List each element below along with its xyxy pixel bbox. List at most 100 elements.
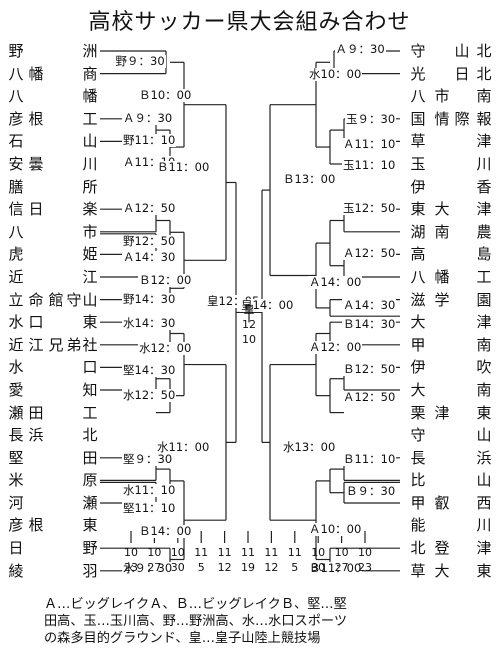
match-time: Ｂ11：10 <box>342 451 397 466</box>
school-char: 南 <box>476 87 492 106</box>
school-char: 八 <box>410 267 426 286</box>
school-char: 草 <box>410 561 426 580</box>
school-char: 川 <box>82 154 98 173</box>
school-char: 綾 <box>8 561 24 580</box>
school-char: 野 <box>8 42 24 60</box>
school-char: 野 <box>82 539 98 558</box>
school-char: 信 <box>8 200 24 219</box>
school-char: 伊 <box>410 177 426 196</box>
school-char <box>432 130 452 153</box>
school-char: 西 <box>476 493 492 512</box>
round-date-month: 11 <box>287 546 302 559</box>
match-time: 玉11：10 <box>342 158 397 172</box>
school-char: 南 <box>476 380 492 399</box>
school-char: 東 <box>476 403 492 422</box>
school-char: 楽 <box>82 200 98 219</box>
match-time: Ａ11：10 <box>342 137 397 152</box>
school-char: 浜 <box>28 426 44 445</box>
right-school-col-1: 守光八国草玉伊東湖高八滋大甲伊大栗守長比甲能北草 <box>408 40 428 582</box>
legend-line: 田高、玉…玉川高、野…野洲高、水…水口スポーツ <box>44 614 348 629</box>
match-time: Ｂ13：00 <box>282 172 337 187</box>
school-char: 羽 <box>82 561 98 580</box>
school-char <box>26 379 46 402</box>
school-char: 島 <box>476 245 492 264</box>
school-char: 東 <box>82 313 98 332</box>
school-char: 根 <box>28 109 44 128</box>
school-char <box>46 108 66 131</box>
school-char: 立 <box>8 290 24 309</box>
match-time: Ｂ９：30 <box>345 484 397 499</box>
school-char <box>432 424 452 447</box>
school-char <box>26 447 46 470</box>
match-time: Ｂ11：00 <box>156 160 211 175</box>
school-char: 工 <box>82 403 98 422</box>
school-char <box>26 492 46 515</box>
school-char: 山 <box>476 426 492 445</box>
round-date-month: 10 <box>334 546 349 559</box>
school-char: 幡 <box>82 87 98 106</box>
school-char: 八 <box>410 87 426 106</box>
round-date-day: 12 <box>264 561 279 574</box>
round-date-day: 23 <box>358 561 372 574</box>
school-char: 曇 <box>28 154 44 173</box>
school-char <box>452 447 472 470</box>
school-char: 兄 <box>48 335 64 354</box>
school-char <box>452 356 472 379</box>
round-date-day: 30 <box>170 561 185 574</box>
left-school-col-4: 守弟 <box>64 40 84 582</box>
school-char <box>452 153 472 176</box>
school-char <box>46 311 66 334</box>
school-char <box>46 402 66 425</box>
school-char: 近 <box>8 335 24 354</box>
match-time: Ａ14：30 <box>122 250 177 265</box>
school-char <box>432 356 452 379</box>
school-char <box>26 537 46 560</box>
school-char: 田 <box>28 403 44 422</box>
school-char: 栗 <box>410 403 426 422</box>
school-char <box>452 469 472 492</box>
school-char <box>452 537 472 560</box>
school-char: 津 <box>476 200 492 219</box>
match-time: Ａ12：50 <box>342 390 397 404</box>
school-char: 工 <box>82 109 98 128</box>
match-time: 野14：30 <box>122 291 177 306</box>
school-char: 叡 <box>434 493 450 512</box>
school-char <box>46 560 66 583</box>
school-char: 光 <box>410 64 426 83</box>
round-date-day: 27 <box>334 561 349 574</box>
round-date-month: 10 <box>170 546 185 559</box>
school-char <box>46 243 66 266</box>
match-time: 皇14：00 <box>240 298 295 313</box>
school-char <box>432 447 452 470</box>
school-char: 大 <box>434 561 450 580</box>
match-time: Ｂ10：00 <box>138 88 193 103</box>
match-time: Ａ９：30 <box>122 110 174 125</box>
school-char: 情 <box>434 109 450 128</box>
school-char: 山 <box>82 290 98 309</box>
school-char: 湖 <box>410 222 426 241</box>
school-char <box>26 130 46 153</box>
school-char: 大 <box>410 313 426 332</box>
school-char: 山 <box>476 471 492 490</box>
school-char: 報 <box>476 109 492 128</box>
round-date-month: 11 <box>264 546 279 559</box>
school-char <box>46 447 66 470</box>
school-char: 幡 <box>28 64 44 83</box>
match-time: 水13：00 <box>282 440 337 455</box>
school-char <box>26 40 46 63</box>
venue-legend: Ａ…ビッグレイクＡ、Ｂ…ビッグレイクＢ、堅…堅 田高、玉…玉川高、野…野洲高、水… <box>44 596 464 647</box>
school-char: 登 <box>434 539 450 558</box>
school-char: 愛 <box>8 380 24 399</box>
school-char <box>26 356 46 379</box>
school-char: 津 <box>476 539 492 558</box>
school-char: 長 <box>8 426 24 445</box>
school-char: 商 <box>82 64 98 83</box>
school-char: 口 <box>28 313 44 332</box>
